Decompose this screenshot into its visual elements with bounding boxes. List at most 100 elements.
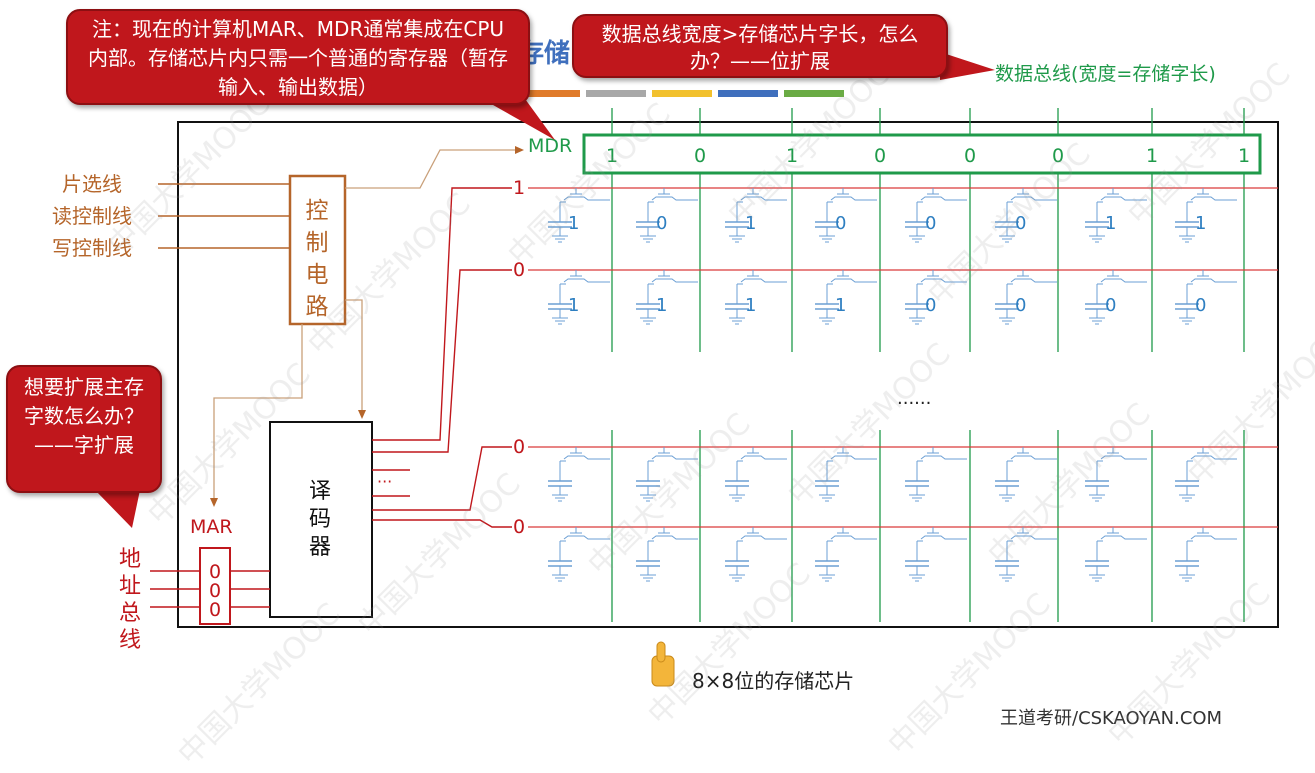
callout-word-expand: 想要扩展主存字数怎么办？——字扩展	[6, 365, 162, 493]
mdr-bit: 1	[1146, 145, 1158, 167]
callout-bus-width: 数据总线宽度>存储芯片字长，怎么办？——位扩展	[572, 14, 948, 78]
memory-cell	[1085, 447, 1147, 502]
control-lines	[158, 183, 290, 249]
cell-bit: 1	[656, 295, 667, 316]
word-lines: 1 0 0 0	[513, 177, 1278, 538]
memory-cell: 0	[995, 270, 1057, 325]
callout-mar-mdr-note: 注：现在的计算机MAR、MDR通常集成在CPU内部。存储芯片内只需一个普通的寄存…	[66, 9, 530, 105]
color-swatch	[784, 90, 844, 97]
decoder-char: 码	[309, 507, 331, 532]
memory-cell: 1	[548, 188, 610, 243]
brand-footer: 王道考研/CSKAOYAN.COM	[1000, 708, 1222, 729]
decoder-char: 器	[309, 535, 331, 560]
memory-cell: 0	[1085, 270, 1147, 325]
cell-bit: 0	[925, 213, 936, 234]
mdr-register	[582, 133, 1262, 175]
mar-label: MAR	[190, 516, 233, 538]
cell-bit: 0	[1015, 295, 1026, 316]
address-bus-char: 址	[119, 574, 141, 599]
address-bus-char: 线	[119, 628, 141, 653]
decoder-outputs	[372, 187, 512, 528]
color-swatch	[718, 90, 778, 97]
memory-cell	[1085, 527, 1147, 582]
decoder-box	[269, 421, 373, 618]
cell-bit: 0	[925, 295, 936, 316]
mdr-bit: 0	[964, 145, 976, 167]
memory-cell: 0	[815, 188, 877, 243]
mar-decoder-links	[150, 570, 270, 608]
word-line-value: 0	[513, 259, 525, 281]
cell-bit: 1	[1105, 213, 1116, 234]
memory-cell	[1175, 447, 1237, 502]
mdr-bit: 0	[1052, 145, 1064, 167]
cell-bit: 0	[1015, 213, 1026, 234]
memory-cell: 0	[636, 188, 698, 243]
control-circuit-box	[288, 174, 347, 326]
word-line-value: 0	[513, 436, 525, 458]
row-ellipsis: ......	[897, 388, 931, 409]
memory-cell	[725, 447, 787, 502]
callout-tail-bus	[940, 52, 995, 80]
control-circuit-char: 电	[306, 262, 329, 288]
mar-bit: 0	[209, 599, 221, 621]
memory-cell: 1	[725, 188, 787, 243]
memory-cell: 1	[725, 270, 787, 325]
mdr-bit: 1	[1238, 145, 1250, 167]
mar-register	[199, 547, 231, 625]
memory-cell: 1	[1085, 188, 1147, 243]
control-circuit-char: 控	[306, 198, 329, 224]
pointer-hand-icon	[651, 641, 675, 687]
memory-cell	[905, 527, 967, 582]
word-line-value: 0	[513, 516, 525, 538]
mdr-bit: 0	[694, 145, 706, 167]
write-control-label: 写控制线	[52, 236, 132, 260]
color-swatch	[652, 90, 712, 97]
memory-cell	[995, 447, 1057, 502]
memory-cell	[1175, 527, 1237, 582]
memory-cell: 1	[815, 270, 877, 325]
word-line-value: 1	[513, 177, 525, 199]
memory-cell	[725, 527, 787, 582]
memory-cell	[548, 447, 610, 502]
cell-bit: 0	[656, 213, 667, 234]
mdr-bit: 1	[606, 145, 618, 167]
memory-cell	[995, 527, 1057, 582]
figure-caption: 8×8位的存储芯片	[692, 669, 854, 693]
cell-bit: 0	[835, 213, 846, 234]
cell-bit: 1	[745, 295, 756, 316]
cell-bit: 1	[568, 213, 579, 234]
mdr-bit: 1	[786, 145, 798, 167]
cell-bit: 1	[1195, 213, 1206, 234]
mdr-label: MDR	[528, 135, 572, 157]
mar-bit: 0	[209, 580, 221, 602]
mdr-bit: 0	[874, 145, 886, 167]
memory-cell: 1	[1175, 188, 1237, 243]
chip-frame	[177, 121, 1279, 628]
color-swatch	[586, 90, 646, 97]
color-swatch-strip	[520, 90, 844, 97]
color-swatch	[520, 90, 580, 97]
mar-bit: 0	[209, 561, 221, 583]
bit-lines	[611, 108, 1245, 622]
control-circuit-char: 路	[306, 294, 329, 320]
mdr-bits: 1 0 1 0 0 0 1 1	[606, 145, 1250, 167]
mar-bits: 000	[209, 561, 221, 621]
read-control-label: 读控制线	[52, 204, 132, 228]
control-circuit-char: 制	[306, 230, 329, 256]
memory-cell	[815, 527, 877, 582]
decoder-label: 译码器	[309, 479, 331, 560]
cell-bit: 0	[1105, 295, 1116, 316]
decoder-char: 译	[309, 479, 331, 504]
memory-cell	[636, 447, 698, 502]
address-bus-char: 地	[119, 547, 141, 572]
memory-cell	[636, 527, 698, 582]
cell-bit: 1	[568, 295, 579, 316]
control-output-lines	[210, 146, 524, 507]
memory-cell: 0	[905, 188, 967, 243]
memory-cell: 0	[995, 188, 1057, 243]
decoder-dots: ···	[377, 472, 392, 491]
memory-cell: 0	[905, 270, 967, 325]
